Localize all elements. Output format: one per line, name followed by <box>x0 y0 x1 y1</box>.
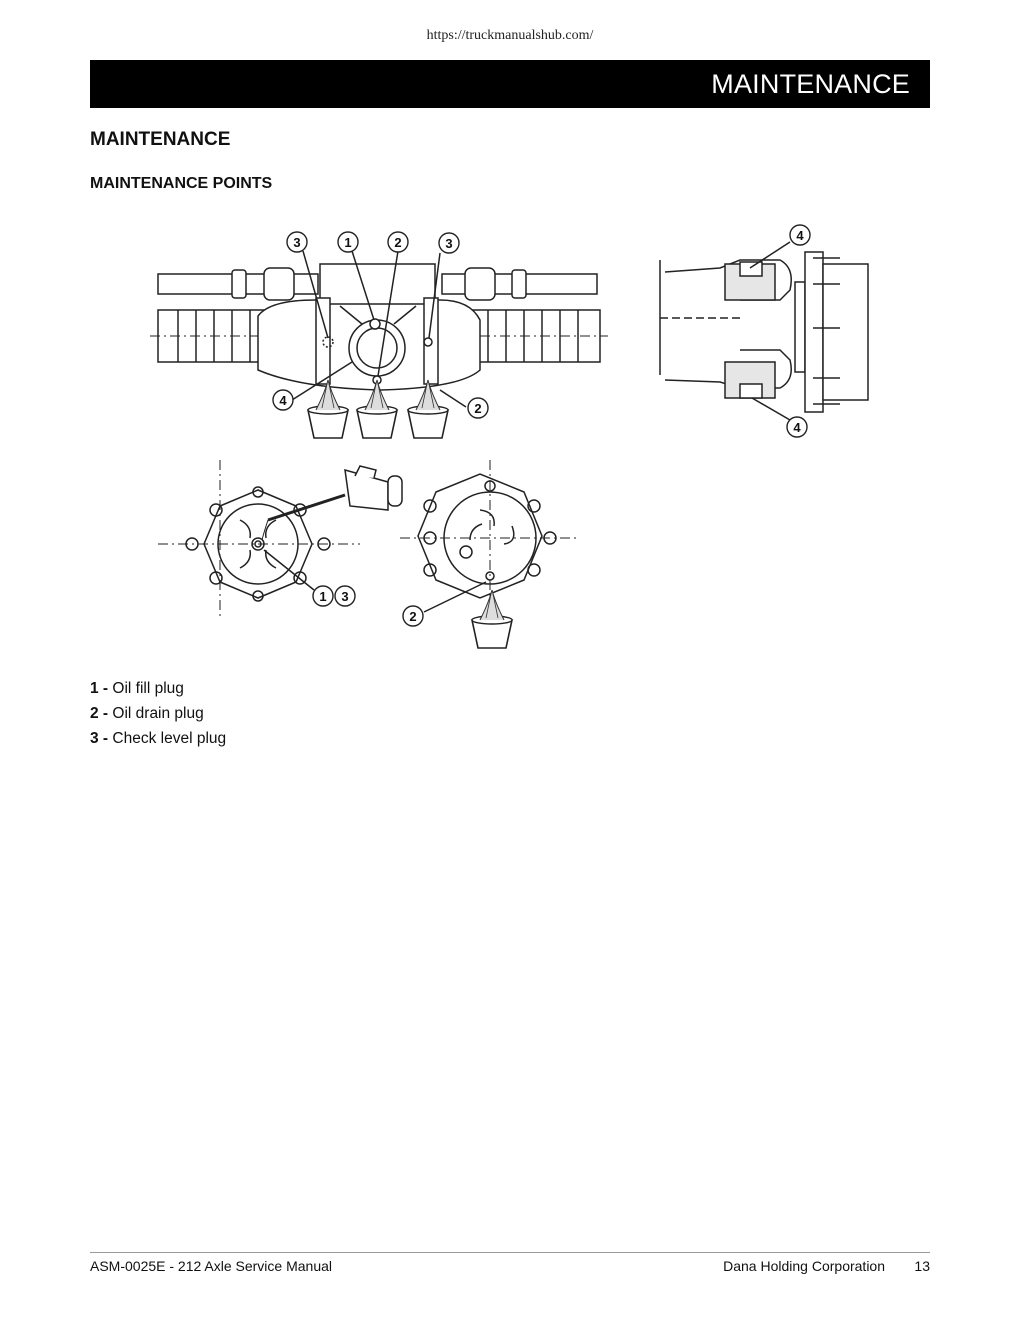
callout-1: 1 <box>337 231 359 253</box>
legend-text: Check level plug <box>112 730 227 747</box>
callout-4-top: 4 <box>789 224 811 246</box>
source-url: https://truckmanualshub.com/ <box>426 28 594 43</box>
banner-title: MAINTENANCE <box>711 69 910 99</box>
callout-2-right: 2 <box>467 397 489 419</box>
legend-item: 3 - Check level plug <box>90 730 226 755</box>
svg-text:3: 3 <box>341 589 348 604</box>
callout-1-fill: 1 <box>312 585 334 607</box>
callout-4-left: 4 <box>272 389 294 411</box>
hub-drain-drawing <box>400 460 580 649</box>
footer-document-title: ASM-0025E - 212 Axle Service Manual <box>90 1258 333 1274</box>
maintenance-points-illustration: 3 1 2 3 4 2 4 4 <box>150 224 869 649</box>
svg-text:2: 2 <box>394 235 401 250</box>
legend-number: 1 - <box>90 680 109 697</box>
footer-company: Dana Holding Corporation <box>723 1258 885 1274</box>
footer-divider <box>90 1252 930 1253</box>
svg-text:1: 1 <box>319 589 326 604</box>
axle-assembly-drawing <box>150 250 608 439</box>
svg-text:3: 3 <box>445 236 452 251</box>
svg-text:4: 4 <box>279 393 287 408</box>
svg-text:2: 2 <box>474 401 481 416</box>
callout-2: 2 <box>387 231 409 253</box>
section-subheading: MAINTENANCE POINTS <box>90 175 273 192</box>
page-number: 13 <box>914 1258 930 1274</box>
legend-item: 1 - Oil fill plug <box>90 680 226 705</box>
svg-text:3: 3 <box>293 235 300 250</box>
callout-3-right: 3 <box>438 232 460 254</box>
svg-text:4: 4 <box>793 420 801 435</box>
callout-legend: 1 - Oil fill plug 2 - Oil drain plug 3 -… <box>90 680 226 755</box>
hub-fill-drawing <box>158 460 403 620</box>
svg-text:4: 4 <box>796 228 804 243</box>
svg-text:2: 2 <box>409 609 416 624</box>
callout-3-fill: 3 <box>334 585 356 607</box>
callout-2-drain: 2 <box>402 605 424 627</box>
legend-text: Oil drain plug <box>112 705 204 722</box>
section-banner: MAINTENANCE <box>90 60 930 108</box>
callout-4-bottom: 4 <box>786 416 808 438</box>
page-heading: MAINTENANCE <box>90 129 231 150</box>
legend-number: 3 - <box>90 730 109 747</box>
legend-item: 2 - Oil drain plug <box>90 705 226 730</box>
legend-number: 2 - <box>90 705 109 722</box>
callout-3-left: 3 <box>286 231 308 253</box>
svg-text:1: 1 <box>344 235 351 250</box>
steering-knuckle-drawing <box>659 241 869 421</box>
legend-text: Oil fill plug <box>112 680 184 697</box>
